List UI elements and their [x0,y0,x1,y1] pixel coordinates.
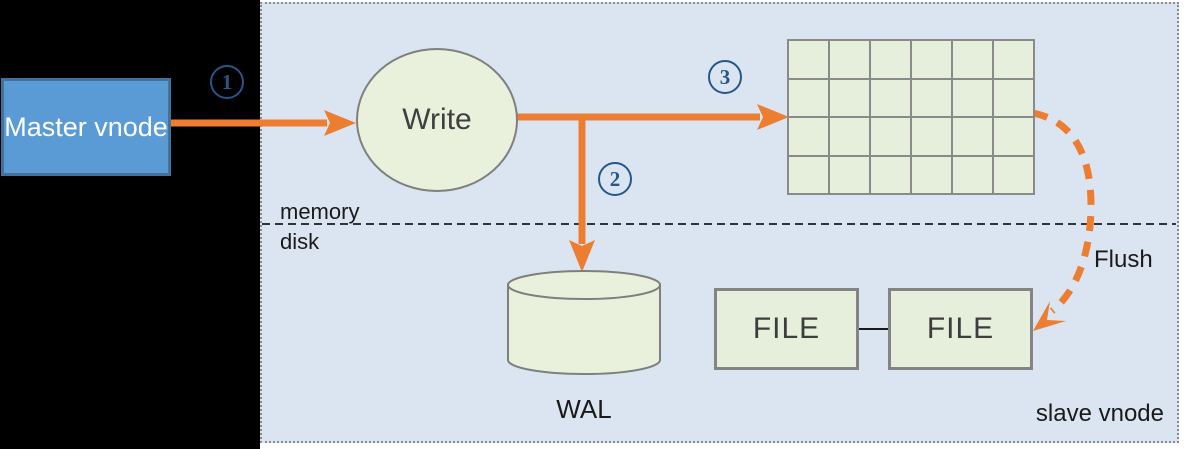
slave-vnode-label: slave vnode [1035,400,1164,427]
file-2-label: FILE [926,312,995,345]
memtable-cell [953,41,992,78]
file-box-1: FILE [714,288,859,370]
memtable-cell [912,118,951,155]
memtable-cell [830,79,869,116]
master-vnode-box: Master vnode [1,78,171,176]
memtable-cell [789,79,828,116]
master-vnode-label: Master vnode [4,111,168,142]
memtable-cell [789,156,828,193]
flush-label: Flush [1094,246,1153,273]
memtable-cell [912,156,951,193]
memtable-cell [871,156,910,193]
memtable-cell [789,41,828,78]
memtable-cell [953,79,992,116]
memtable-cell [953,118,992,155]
file-1-label: FILE [752,312,821,345]
memtable-cell [789,118,828,155]
step-circle-1: 1 [210,65,244,99]
step-2-label: 2 [609,166,621,191]
write-node: Write [356,48,518,192]
disk-label: disk [280,229,320,254]
memtable-cell [912,41,951,78]
step-circle-2: 2 [598,162,632,196]
memtable-cell [912,79,951,116]
memtable-cell [994,118,1033,155]
memtable-grid [787,39,1035,195]
memtable-cell [871,118,910,155]
memtable-cell [871,41,910,78]
memtable-cell [830,156,869,193]
memtable-cell [953,156,992,193]
memtable-cell [994,79,1033,116]
file-box-2: FILE [888,288,1033,370]
step-1-label: 1 [221,69,233,94]
memtable-cell [994,41,1033,78]
memtable-cell [830,41,869,78]
memtable-cell [994,156,1033,193]
write-label: Write [402,103,472,136]
step-circle-3: 3 [708,60,742,94]
step-3-label: 3 [719,64,731,89]
memory-label: memory [280,199,360,224]
memtable-cell [871,79,910,116]
wal-label: WAL [556,394,612,424]
memtable-cell [830,118,869,155]
